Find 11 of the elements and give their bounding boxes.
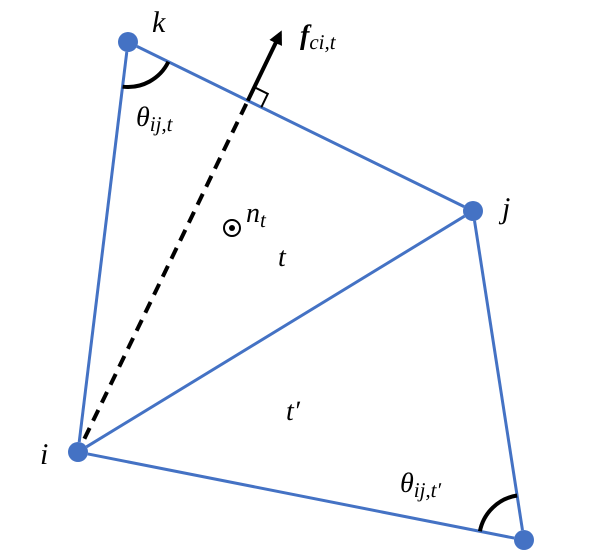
mesh-edge [136,45,465,208]
mesh-edge [473,220,524,530]
mesh-edge [88,452,514,540]
vertex-label: i [40,440,48,470]
face-label: t′ [286,398,300,426]
normal-label: n$_{t}$ [246,200,266,228]
mesh-edge [86,214,466,448]
vertex-label: k [152,8,166,38]
vector-label: f$_{ci,t}$ [300,22,336,50]
face-label: t [278,244,286,272]
mesh-edge [78,52,128,442]
